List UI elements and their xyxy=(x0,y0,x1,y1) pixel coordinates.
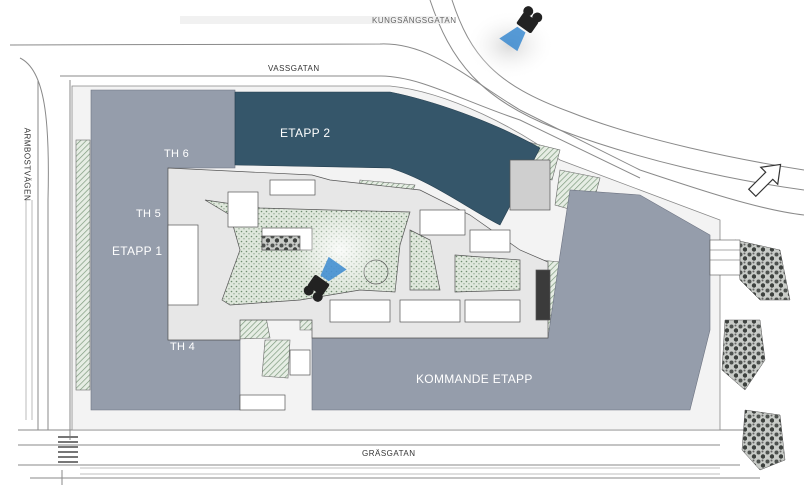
street-shade-top xyxy=(180,16,450,24)
kommande-etapp-building xyxy=(311,189,711,411)
landscape-rocks xyxy=(721,239,791,471)
parking-spots xyxy=(709,239,741,276)
street-label-vassgatan: VASSGATAN xyxy=(268,64,320,73)
building-label-th5: TH 5 xyxy=(136,208,162,220)
building-label-th4: TH 4 xyxy=(170,341,196,353)
building-label-etapp2: ETAPP 2 xyxy=(280,126,331,140)
building-label-etapp1: ETAPP 1 xyxy=(112,244,163,258)
building-label-kommande-etapp: KOMMANDE ETAPP xyxy=(416,372,533,386)
camera-view-glow-courtyard xyxy=(295,210,385,290)
sidewalk-markings xyxy=(25,200,720,475)
camera-icon xyxy=(303,256,347,302)
street-label-kungsangsgatan: KUNGSÄNGSGATAN xyxy=(372,16,457,25)
north-arrow-icon xyxy=(747,163,782,198)
crosswalk xyxy=(58,436,78,463)
street-label-armbostvagen: ARMBOSTVÄGEN xyxy=(22,127,32,202)
street-label-grasgatan: GRÄSGATAN xyxy=(362,449,416,458)
camera-icon xyxy=(499,6,543,52)
building-label-th6: TH 6 xyxy=(164,148,190,160)
